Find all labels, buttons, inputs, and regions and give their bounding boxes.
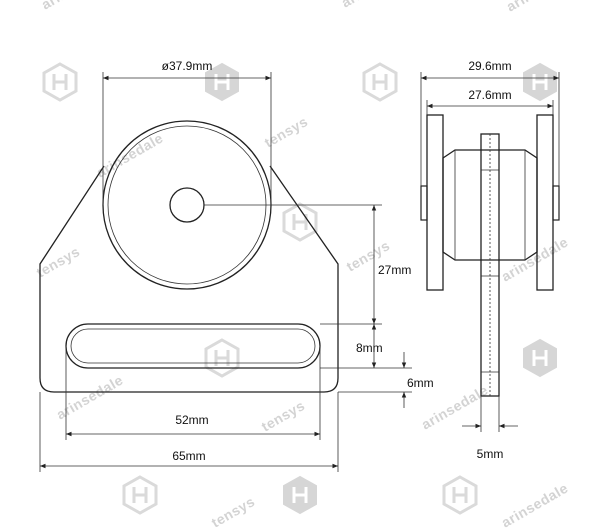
right-wheel-hub xyxy=(552,185,560,221)
axle-hole xyxy=(169,187,205,223)
dim-plate-width: 65mm xyxy=(172,449,205,463)
left-wheel-flange xyxy=(426,114,444,291)
watermark-logo-icon xyxy=(204,338,240,378)
watermark-brand-text: tensys xyxy=(209,493,258,530)
dim-bottom-offset: 6mm xyxy=(407,376,434,390)
watermark-brand-text: tensys xyxy=(259,397,308,435)
dim-overall-width: 29.6mm xyxy=(468,59,511,73)
bracket-stem xyxy=(480,133,500,397)
slot-inner xyxy=(70,328,316,364)
watermark-brand-text: arinsedale xyxy=(39,0,111,13)
side-view: 29.6mm 27.6mm 5mm xyxy=(420,59,560,461)
watermark-logo-icon xyxy=(523,62,557,102)
watermark-logo-icon xyxy=(442,475,478,515)
dim-wheel-span: 27.6mm xyxy=(468,88,511,102)
watermark-brand-text: arinsedale xyxy=(499,480,571,530)
watermark-logo-icon xyxy=(362,62,398,102)
watermark-brand-text: tensys xyxy=(262,113,311,151)
dim-center-height: 27mm xyxy=(378,263,411,277)
left-wheel-hub xyxy=(420,185,428,221)
watermark-logo-icon xyxy=(283,475,317,515)
dim-stem-width: 5mm xyxy=(477,447,504,461)
watermark-logo-icon xyxy=(122,475,158,515)
mounting-plate xyxy=(39,165,339,393)
dim-slot-length: 52mm xyxy=(175,413,208,427)
central-hub xyxy=(442,149,538,261)
watermark-logo-icon xyxy=(205,62,239,102)
front-view: ø37.9mm 27mm 8mm 6mm 52mm 65mm xyxy=(39,59,434,472)
watermark-brand-text: arinsedale xyxy=(94,130,166,181)
slot-outer xyxy=(65,323,321,369)
watermark-brand-text: arinsedale xyxy=(504,0,576,15)
watermark-brand-text: arinsedale xyxy=(54,372,126,423)
dim-wheel-diameter: ø37.9mm xyxy=(162,59,213,73)
watermark-logo-icon xyxy=(282,202,318,242)
dim-slot-height: 8mm xyxy=(356,341,383,355)
watermark-logo-icon xyxy=(42,62,78,102)
watermark-logo-icon xyxy=(523,338,557,378)
watermark-brand-text: arinsedale xyxy=(499,234,571,285)
watermark-brand-text: arinsedale xyxy=(339,0,411,11)
